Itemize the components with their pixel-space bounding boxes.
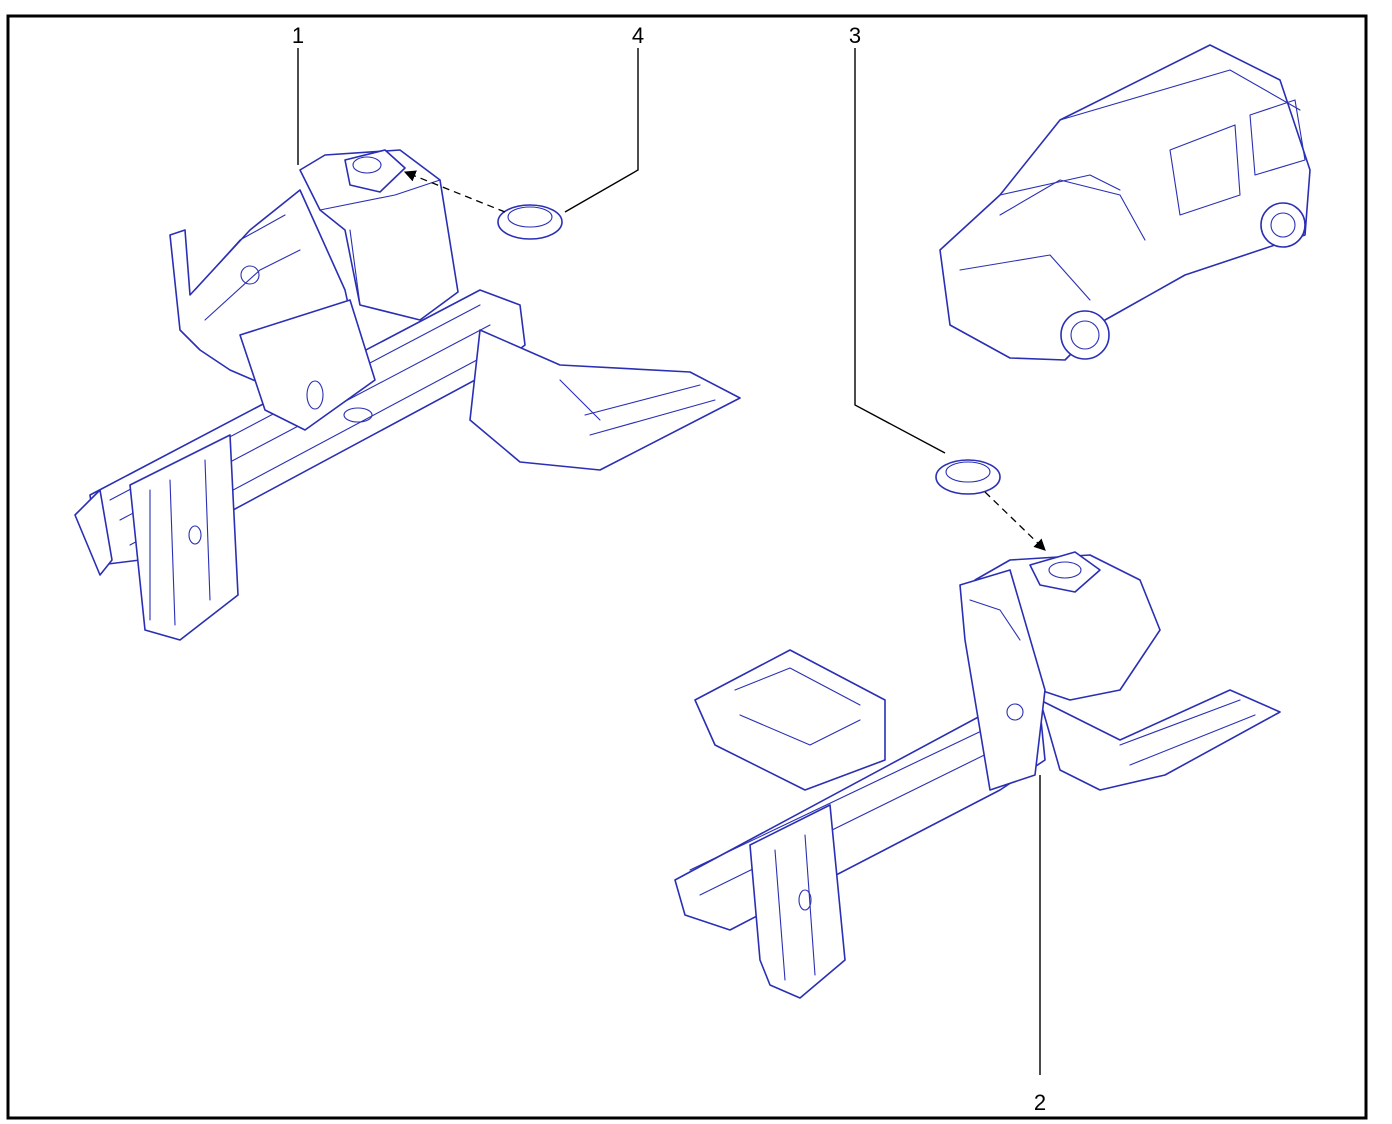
callout-2: 2	[1034, 1090, 1046, 1115]
assembly-arrow-3	[984, 491, 1046, 551]
diagram-frame	[6, 14, 1368, 1120]
callout-4: 4	[632, 23, 644, 48]
leader-3	[854, 48, 946, 454]
callout-3: 3	[849, 23, 861, 48]
assembly-arrow-4	[403, 170, 506, 213]
leader-4	[564, 48, 639, 213]
part-1-left-side-member	[74, 149, 741, 641]
vehicle-locator-van	[939, 44, 1311, 361]
part-2-right-side-member	[674, 551, 1281, 999]
part-4-left-strut-cap	[497, 204, 563, 240]
part-3-right-strut-cap	[935, 459, 1001, 495]
callout-1: 1	[292, 23, 304, 48]
